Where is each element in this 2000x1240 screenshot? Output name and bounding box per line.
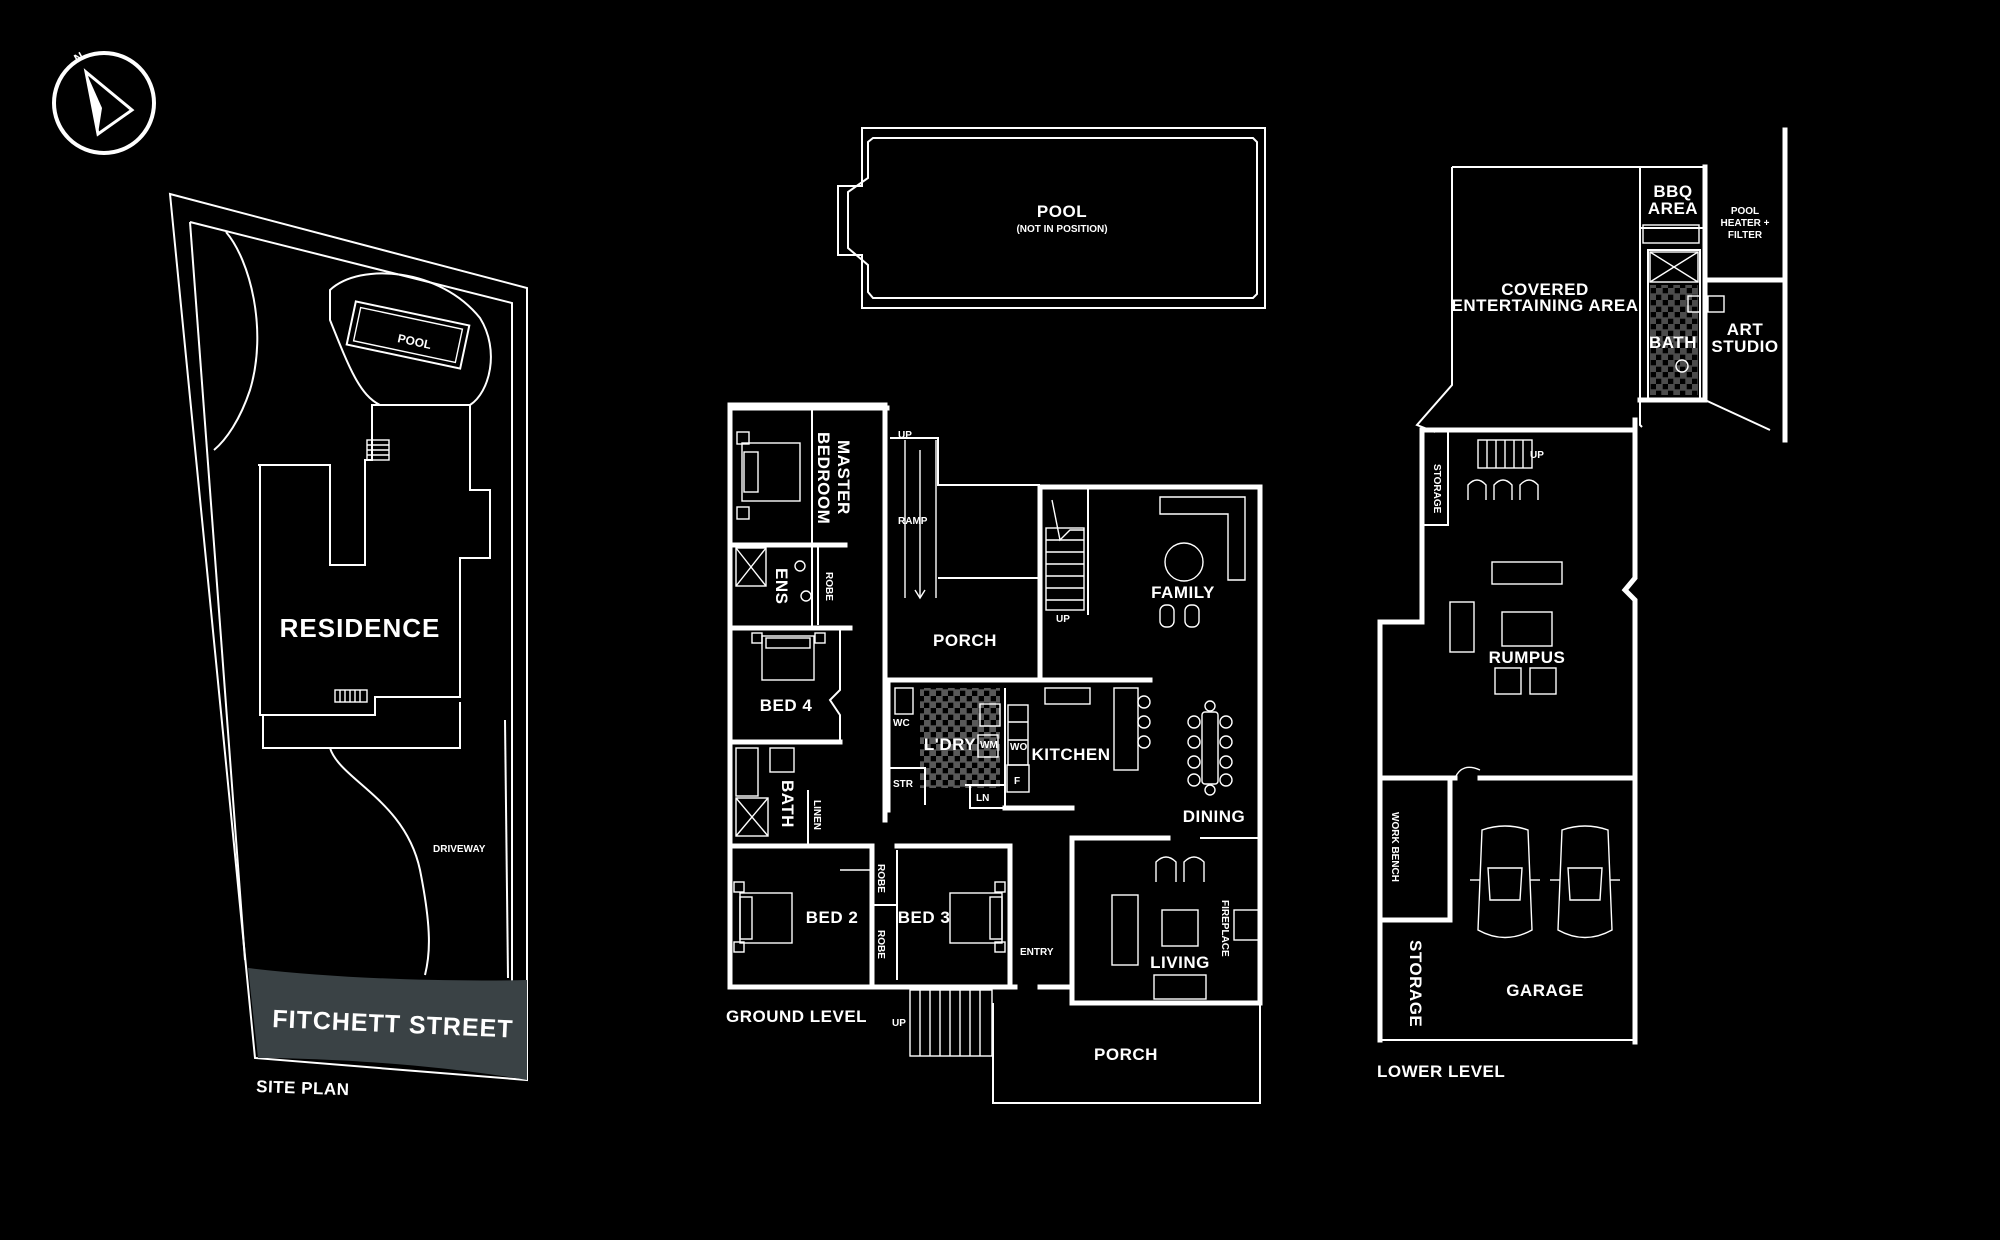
art-line1: ART <box>1727 320 1764 339</box>
pool-heater-line3: FILTER <box>1728 230 1763 241</box>
str-label: STR <box>893 779 914 790</box>
bed3-label: BED 3 <box>898 908 951 927</box>
pool-outline <box>837 127 1266 309</box>
entry-label: ENTRY <box>1020 947 1054 958</box>
residence-label: RESIDENCE <box>280 613 441 643</box>
bed4-label: BED 4 <box>760 696 813 715</box>
work-bench-label: WORK BENCH <box>1389 812 1400 882</box>
bath-label: BATH <box>778 780 797 828</box>
car-icon <box>1470 825 1540 939</box>
lower-level-caption: LOWER LEVEL <box>1377 1062 1505 1081</box>
lower-level-plan: COVERED ENTERTAINING AREA BBQ AREA POOL … <box>1377 127 1788 1081</box>
linen-label: LINEN <box>811 800 822 830</box>
up-stairs-label: UP <box>1056 614 1070 625</box>
robe-ens-label: ROBE <box>823 572 834 601</box>
pool-note: (NOT IN POSITION) <box>1016 224 1107 235</box>
wc-label: WC <box>893 718 910 729</box>
art-line2: STUDIO <box>1711 337 1778 356</box>
wm-label: WM <box>980 740 998 751</box>
porch-front-label: PORCH <box>1094 1045 1158 1064</box>
kitchen-label: KITCHEN <box>1031 745 1110 764</box>
master-bedroom-line1: MASTER <box>834 440 853 515</box>
site-plan-caption: SITE PLAN <box>256 1077 350 1099</box>
rumpus-label: RUMPUS <box>1489 648 1566 667</box>
storage-small-label: STORAGE <box>1431 464 1442 514</box>
car-icon <box>1550 825 1620 939</box>
storage-label: STORAGE <box>1406 940 1425 1027</box>
ens-label: ENS <box>772 568 791 604</box>
bbq-line2: AREA <box>1648 199 1698 218</box>
site-pool-label: POOL <box>396 331 432 352</box>
covered-line2: ENTERTAINING AREA <box>1452 296 1639 315</box>
garage-label: GARAGE <box>1506 981 1584 1000</box>
bed2-label: BED 2 <box>806 908 859 927</box>
pool-heater-line2: HEATER + <box>1721 218 1770 229</box>
north-arrow-icon: N <box>52 49 156 155</box>
up-front-label: UP <box>892 1018 906 1029</box>
fireplace-label: FIREPLACE <box>1219 900 1230 957</box>
wo-label: WO <box>1010 742 1027 753</box>
site-plan: POOL RESIDENCE DRIVEWAY FITCHETT STREET … <box>168 192 528 1099</box>
covered-line1: COVERED <box>1501 280 1589 299</box>
pool-heater-line1: POOL <box>1731 206 1759 217</box>
porch-rear-label: PORCH <box>933 631 997 650</box>
pool-label: POOL <box>1037 202 1087 221</box>
family-label: FAMILY <box>1151 583 1215 602</box>
laundry-label: L'DRY <box>924 735 976 754</box>
driveway-label: DRIVEWAY <box>433 844 486 855</box>
master-bedroom-line2: BEDROOM <box>814 432 833 524</box>
lower-bath-label: BATH <box>1649 333 1697 352</box>
up-ramp-label: UP <box>898 430 912 441</box>
lower-up-label: UP <box>1530 450 1544 461</box>
ramp-label: RAMP <box>898 516 928 527</box>
ground-level-caption: GROUND LEVEL <box>726 1007 867 1026</box>
ln-label: LN <box>976 793 989 804</box>
ground-level-plan: POOL (NOT IN POSITION) UP RAMP PORCH UP <box>726 127 1266 1104</box>
f-label: F <box>1014 776 1020 787</box>
robe2-label: ROBE <box>875 864 886 893</box>
robe3-label: ROBE <box>875 930 886 959</box>
bbq-line1: BBQ <box>1653 182 1692 201</box>
dining-label: DINING <box>1183 807 1246 826</box>
living-label: LIVING <box>1150 953 1210 972</box>
